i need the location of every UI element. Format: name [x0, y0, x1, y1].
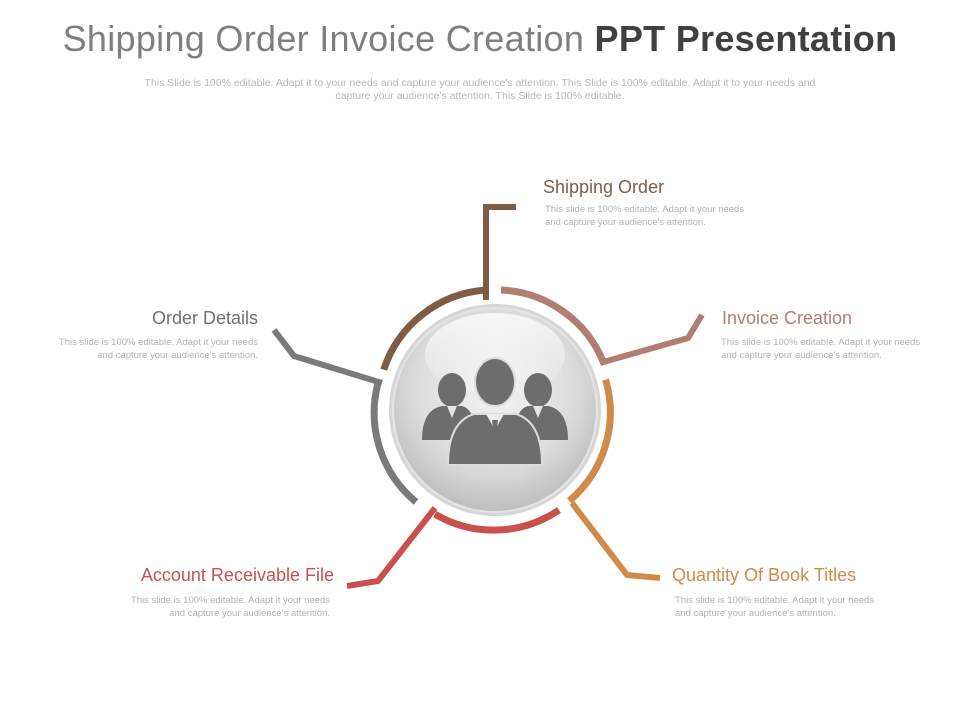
order-ring-segment	[370, 383, 419, 505]
page-subtitle: This Slide is 100% editable. Adapt it to…	[144, 77, 816, 102]
shipping-order-heading: Shipping Order	[543, 177, 665, 197]
shipping-order-desc: This slide is 100% editable. Adapt it yo…	[545, 204, 745, 228]
shipping-ring-segment	[380, 286, 487, 371]
invoice-connector	[599, 313, 705, 366]
quantity-ring-segment	[567, 378, 614, 504]
quantity-heading: Quantity Of Book Titles	[672, 565, 857, 585]
page-title: Shipping Order Invoice Creation PPT Pres…	[0, 18, 960, 60]
order-details-desc: This slide is 100% editable. Adapt it yo…	[58, 337, 258, 361]
shipping-connector	[483, 204, 516, 300]
invoice-creation-heading: Invoice Creation	[722, 308, 853, 328]
quantity-connector	[569, 501, 661, 581]
invoice-creation-desc: This slide is 100% editable. Adapt it yo…	[721, 337, 921, 361]
center-ball-shine	[425, 313, 565, 397]
title-bold: PPT Presentation	[594, 18, 898, 59]
account-connector	[346, 506, 438, 589]
people-group-icon	[422, 357, 568, 466]
account-receivable-desc: This slide is 100% editable. Adapt it yo…	[130, 595, 330, 619]
account-receivable-heading: Account Receivable File	[140, 565, 334, 585]
invoice-ring-segment	[500, 286, 607, 365]
order-details-heading: Order Details	[151, 308, 258, 328]
order-connector	[271, 328, 383, 386]
title-light: Shipping Order Invoice Creation	[62, 18, 585, 59]
quantity-desc: This slide is 100% editable. Adapt it yo…	[675, 595, 875, 619]
account-ring-segment	[433, 507, 561, 534]
